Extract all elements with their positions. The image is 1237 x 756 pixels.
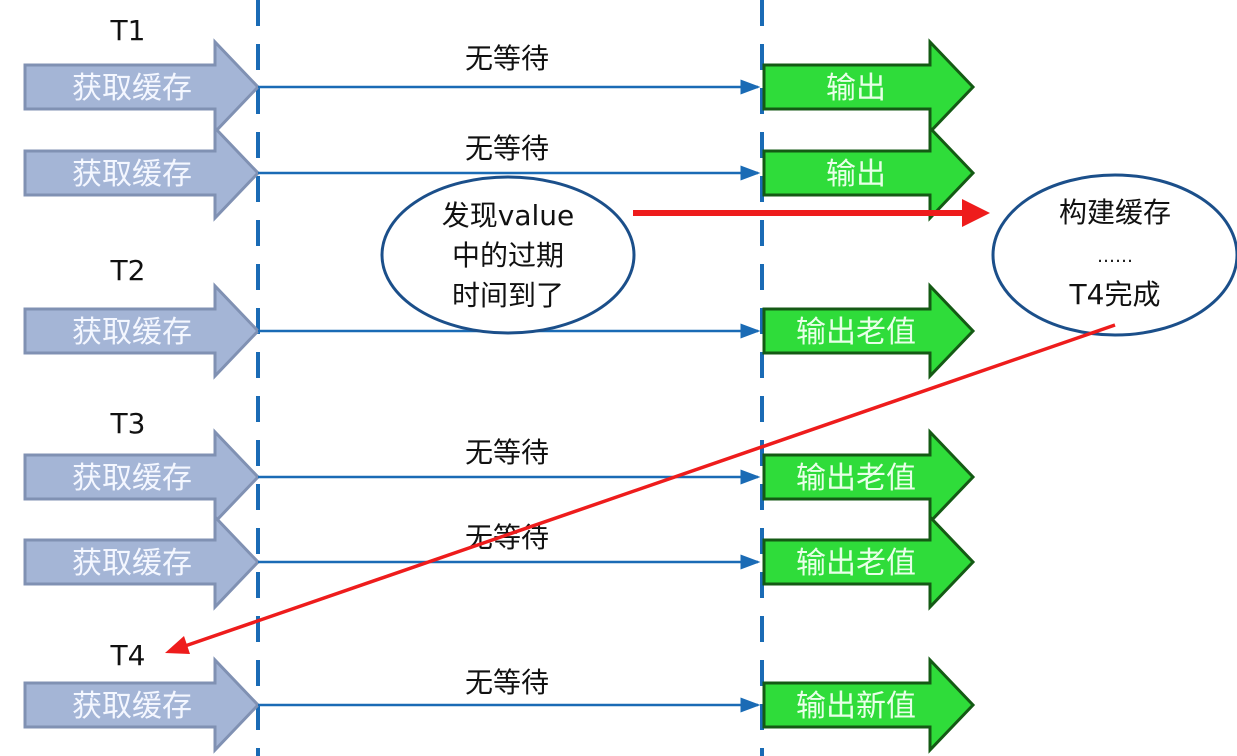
rebuild-note-line: …… bbox=[1097, 246, 1133, 267]
expired-note: 发现value 中的过期 时间到了 bbox=[380, 175, 636, 335]
output-label: 输出新值 bbox=[796, 689, 916, 724]
no-wait-label: 无等待 bbox=[465, 666, 549, 699]
rebuild-note-line: T4完成 bbox=[1069, 278, 1161, 311]
get-cache-label: 获取缓存 bbox=[72, 315, 192, 350]
get-cache-label: 获取缓存 bbox=[72, 546, 192, 581]
output-label: 输出老值 bbox=[796, 315, 916, 350]
no-wait-label: 无等待 bbox=[465, 42, 549, 75]
get-cache-label: 获取缓存 bbox=[72, 689, 192, 724]
red-arrow-to-t4 bbox=[165, 323, 1116, 654]
get-cache-arrow bbox=[23, 428, 261, 526]
expired-note-line: 发现value bbox=[442, 199, 574, 232]
expired-note-line: 中的过期 bbox=[452, 239, 564, 272]
no-wait-label: 无等待 bbox=[465, 132, 549, 165]
output-arrow bbox=[762, 428, 976, 526]
get-cache-label: 获取缓存 bbox=[72, 461, 192, 496]
expired-note-line: 时间到了 bbox=[452, 279, 564, 312]
get-cache-arrow bbox=[23, 656, 261, 754]
thread-row: T2 获取缓存 输出老值 bbox=[23, 254, 976, 380]
output-label: 输出 bbox=[826, 71, 886, 106]
output-arrow bbox=[762, 513, 976, 611]
output-arrow bbox=[762, 124, 976, 222]
no-wait-label: 无等待 bbox=[465, 436, 549, 469]
thread-label: T3 bbox=[110, 407, 146, 440]
thread-label: T1 bbox=[110, 14, 146, 47]
get-cache-arrow bbox=[23, 513, 261, 611]
output-arrow bbox=[762, 38, 976, 136]
get-cache-label: 获取缓存 bbox=[72, 71, 192, 106]
output-label: 输出 bbox=[826, 157, 886, 192]
get-cache-arrow bbox=[23, 38, 261, 136]
thread-label: T4 bbox=[110, 639, 146, 672]
output-arrow bbox=[762, 656, 976, 754]
red-arrow-to-rebuild bbox=[633, 199, 990, 227]
output-label: 输出老值 bbox=[796, 546, 916, 581]
thread-label: T2 bbox=[110, 254, 146, 287]
output-label: 输出老值 bbox=[796, 461, 916, 496]
rebuild-note-line: 构建缓存 bbox=[1059, 196, 1171, 229]
get-cache-arrow bbox=[23, 124, 261, 222]
get-cache-label: 获取缓存 bbox=[72, 157, 192, 192]
rebuild-note: 构建缓存 …… T4完成 bbox=[991, 173, 1237, 337]
get-cache-arrow bbox=[23, 282, 261, 380]
output-arrow bbox=[762, 282, 976, 380]
